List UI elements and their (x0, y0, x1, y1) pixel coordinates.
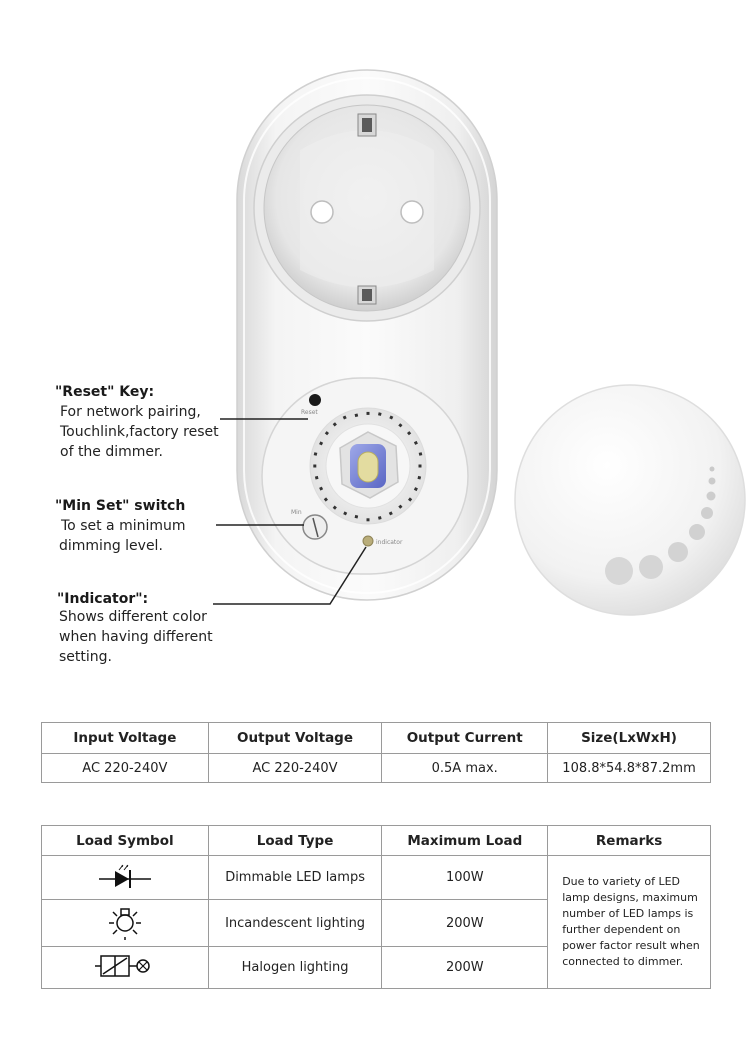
spec-cell-output-current: 0.5A max. (381, 753, 549, 783)
spec-cell-input-voltage: AC 220-240V (41, 753, 209, 783)
dial-tick (354, 514, 359, 519)
spec-header-input-voltage: Input Voltage (41, 722, 209, 754)
remarks-line: power factor result when (562, 939, 700, 952)
table-row: Halogen lighting 200W (41, 946, 711, 989)
product-illustration: Reset Min indicator (213, 69, 746, 616)
spec-cell-output-voltage: AC 220-240V (207, 753, 383, 783)
dial-tick (342, 415, 347, 420)
indicator-led (362, 535, 374, 547)
socket-hole-right (400, 200, 424, 224)
load-max-cell: 200W (381, 946, 549, 989)
dial-tick (389, 415, 394, 420)
indicator-callout-line: setting. (59, 649, 112, 665)
remarks-line: further dependent on (562, 923, 681, 936)
dial-tick (378, 412, 382, 416)
dial-tick (398, 423, 403, 428)
dial-tick (354, 413, 359, 418)
dial-tick (313, 452, 318, 456)
dial-tick (418, 464, 422, 468)
indicator-callout-title: "Indicator": (57, 591, 149, 607)
dial-tick (388, 511, 393, 516)
halogen-transformer-icon (41, 946, 209, 989)
dial-tick (418, 452, 423, 456)
remote-disc (514, 384, 746, 616)
load-header-symbol: Load Symbol (41, 825, 209, 856)
min-set-callout-line: To set a minimum (61, 518, 186, 534)
socket-hole-left (310, 200, 334, 224)
dial-tick (323, 497, 329, 502)
reset-text: Reset (301, 409, 318, 416)
reset-callout-line: Touchlink,factory reset (60, 424, 219, 440)
spec-table: Input Voltage Output Voltage Output Curr… (41, 722, 711, 783)
dial-tick (407, 497, 413, 502)
table-row: Dimmable LED lamps 100W Due to variety o… (41, 855, 711, 989)
dial-tick (319, 441, 324, 446)
load-table: Load Symbol Load Type Maximum Load Remar… (41, 825, 711, 989)
load-header-max: Maximum Load (381, 825, 549, 856)
load-type-cell: Incandescent lighting (207, 899, 383, 947)
dial-tick (313, 464, 317, 468)
spec-cell-size: 108.8*54.8*87.2mm (547, 753, 711, 783)
min-text: Min (291, 509, 302, 516)
dial-tick (319, 486, 324, 491)
dial-tick (314, 475, 319, 480)
indicator-callout-line: Shows different color (59, 609, 207, 625)
min-set-callout-title: "Min Set" switch (55, 498, 186, 514)
indicator-callout-line: when having different (59, 629, 213, 645)
remarks-line: connected to dimmer. (562, 955, 684, 968)
remarks-line: lamp designs, maximum (562, 891, 698, 904)
remarks-line: number of LED lamps is (562, 907, 694, 920)
dial-tick (406, 431, 412, 436)
dial-tick (324, 431, 330, 436)
led-diode-icon (41, 855, 209, 900)
dial-tick (378, 516, 382, 520)
indicator-text: indicator (376, 539, 403, 546)
indicator-callout: "Indicator": Shows different color when … (57, 591, 213, 667)
min-set-callout: "Min Set" switch To set a minimum dimmin… (55, 498, 186, 556)
load-type-cell: Halogen lighting (207, 946, 383, 989)
reset-button[interactable] (309, 394, 321, 406)
reset-callout-title: "Reset" Key: (55, 384, 155, 400)
indicator-leader (213, 546, 367, 605)
dial-tick (413, 440, 418, 445)
spec-header-output-voltage: Output Voltage (207, 722, 383, 754)
load-header-type: Load Type (207, 825, 383, 856)
load-max-cell: 200W (381, 899, 549, 947)
load-header-row: Load Symbol Load Type Maximum Load Remar… (41, 825, 711, 856)
dial-tick (417, 475, 422, 480)
dial-tick (343, 511, 348, 516)
table-row: AC 220-240V AC 220-240V 0.5A max. 108.8*… (41, 753, 711, 783)
dial-tick (413, 487, 418, 492)
dial-tick (332, 422, 337, 427)
incandescent-lamp-icon (41, 899, 209, 947)
dial-tick (332, 505, 337, 510)
reset-callout-line: For network pairing, (60, 404, 201, 420)
dial-tick (398, 504, 403, 509)
remarks-cell: Due to variety of LED lamp designs, maxi… (547, 855, 711, 989)
load-header-remarks: Remarks (547, 825, 711, 856)
min-set-callout-line: dimming level. (59, 538, 163, 554)
dial-tick (366, 518, 370, 522)
reset-callout-line: of the dimmer. (60, 444, 163, 460)
load-max-cell: 100W (381, 855, 549, 900)
spec-header-row: Input Voltage Output Voltage Output Curr… (41, 722, 711, 754)
load-type-cell: Dimmable LED lamps (207, 855, 383, 900)
dial-ticks (313, 411, 423, 522)
reset-callout: "Reset" Key: For network pairing, Touchl… (55, 384, 219, 462)
spec-header-output-current: Output Current (381, 722, 549, 754)
spec-header-size: Size(LxWxH) (547, 722, 711, 754)
dial-tick (366, 411, 370, 415)
remarks-line: Due to variety of LED (562, 875, 680, 888)
